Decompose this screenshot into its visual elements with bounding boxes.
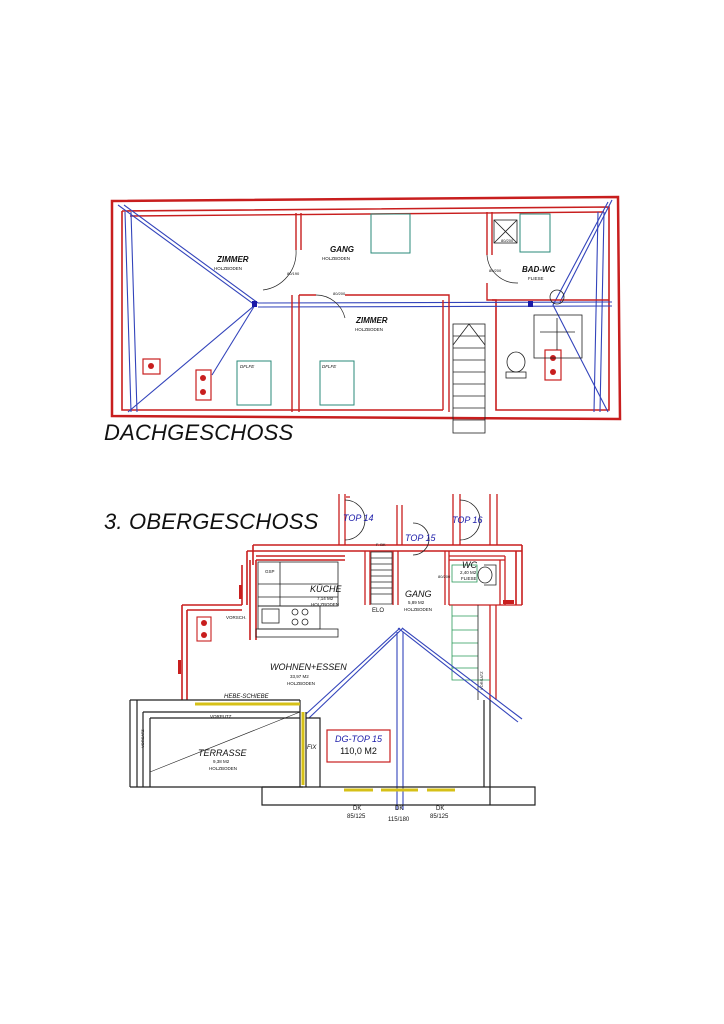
og-room-wc-floor: FLIESE	[461, 576, 477, 581]
dg-room-zimmer-2: ZIMMER	[356, 316, 388, 325]
og-room-kueche-floor: HOLZBODEN	[311, 602, 340, 607]
window-2-code: DK	[395, 806, 404, 812]
dg-outer-wall-inner	[121, 206, 610, 411]
dg-room-zimmer-2-floor: HOLZBODEN	[355, 327, 384, 332]
og-room-terrasse-area: 9,38 M2	[213, 759, 230, 764]
og-room-terrasse-floor: HOLZBODEN	[209, 766, 238, 771]
og-label-gsp: GSP	[265, 569, 275, 574]
og-label-elo: ELO	[372, 608, 385, 614]
window-3-size: 85/125	[430, 814, 449, 820]
window-1-code: DK	[353, 806, 362, 812]
og-room-wohnen-floor: HOLZBODEN	[287, 681, 316, 686]
dg-room-gang-floor: HOLZBODEN	[322, 256, 351, 261]
dachgeschoss-plan	[110, 195, 622, 434]
dachgeschoss-heading: DACHGESCHOSS	[104, 420, 294, 445]
og-room-kueche-area: 7,14 M2	[317, 596, 334, 601]
dg-roof-line	[117, 204, 256, 413]
dg-dflfe-1: DFLFE	[240, 364, 255, 369]
og-room-wohnen: WOHNEN+ESSEN	[270, 662, 347, 672]
dg-door-1: 80/190	[287, 271, 300, 276]
dg-room-bad-wc-floor: FLIESE	[528, 276, 544, 281]
og-top-15: TOP 15	[405, 533, 436, 543]
og-roof-line	[305, 627, 401, 715]
dg-door-2: 80/200	[333, 291, 346, 296]
dg-door-4: 80/200	[501, 238, 514, 243]
obergeschoss-heading: 3. OBERGESCHOSS	[104, 509, 319, 534]
og-label-fbk: F. BK	[376, 542, 386, 547]
dg-outer-wall	[110, 195, 622, 421]
unit-box-name: DG-TOP 15	[334, 734, 382, 744]
dg-room-bad-wc: BAD-WC	[522, 265, 556, 274]
og-room-wc: WC	[462, 560, 477, 570]
dg-room-zimmer-1: ZIMMER	[217, 255, 249, 264]
og-room-wohnen-area: 33,97 M2	[290, 674, 309, 679]
og-label-hebe-schiebe: HEBE-SCHIEBE	[224, 694, 269, 700]
window-3-code: DK	[436, 806, 445, 812]
og-room-terrasse: TERRASSE	[198, 748, 247, 758]
og-room-gang-floor: HOLZBODEN	[404, 607, 433, 612]
og-top-14: TOP 14	[343, 513, 374, 523]
og-label-vorsatz-left: VORSATZ	[140, 729, 145, 748]
window-2-size: 115/180	[388, 817, 410, 823]
og-top-16: TOP 16	[452, 515, 483, 525]
og-room-gang-area: 5,89 M2	[408, 600, 425, 605]
window-1-size: 85/125	[347, 814, 366, 820]
og-label-fix: FIX	[307, 745, 317, 751]
og-room-wc-area: 2,40 M2	[460, 570, 477, 575]
og-outer-wall	[246, 544, 523, 605]
dg-dflfe-2: DFLFE	[322, 364, 337, 369]
unit-box-frame	[326, 729, 391, 763]
dg-room-gang: GANG	[330, 245, 354, 254]
obergeschoss-plan	[129, 494, 536, 810]
og-label-vorsatz-right: VORSATZ	[479, 671, 484, 690]
og-label-vorputz: VORPUTZ	[210, 714, 232, 719]
og-label-vorsch: VORSCH.	[226, 615, 247, 620]
og-room-kueche: KÜCHE	[310, 584, 342, 594]
dg-room-zimmer-1-floor: HOLZBODEN	[214, 266, 243, 271]
og-label-door-gang: 80/200	[438, 574, 451, 579]
og-room-gang: GANG	[405, 589, 432, 599]
dg-door-3: 80/200	[489, 268, 502, 273]
unit-box-area: 110,0 M2	[340, 746, 377, 756]
